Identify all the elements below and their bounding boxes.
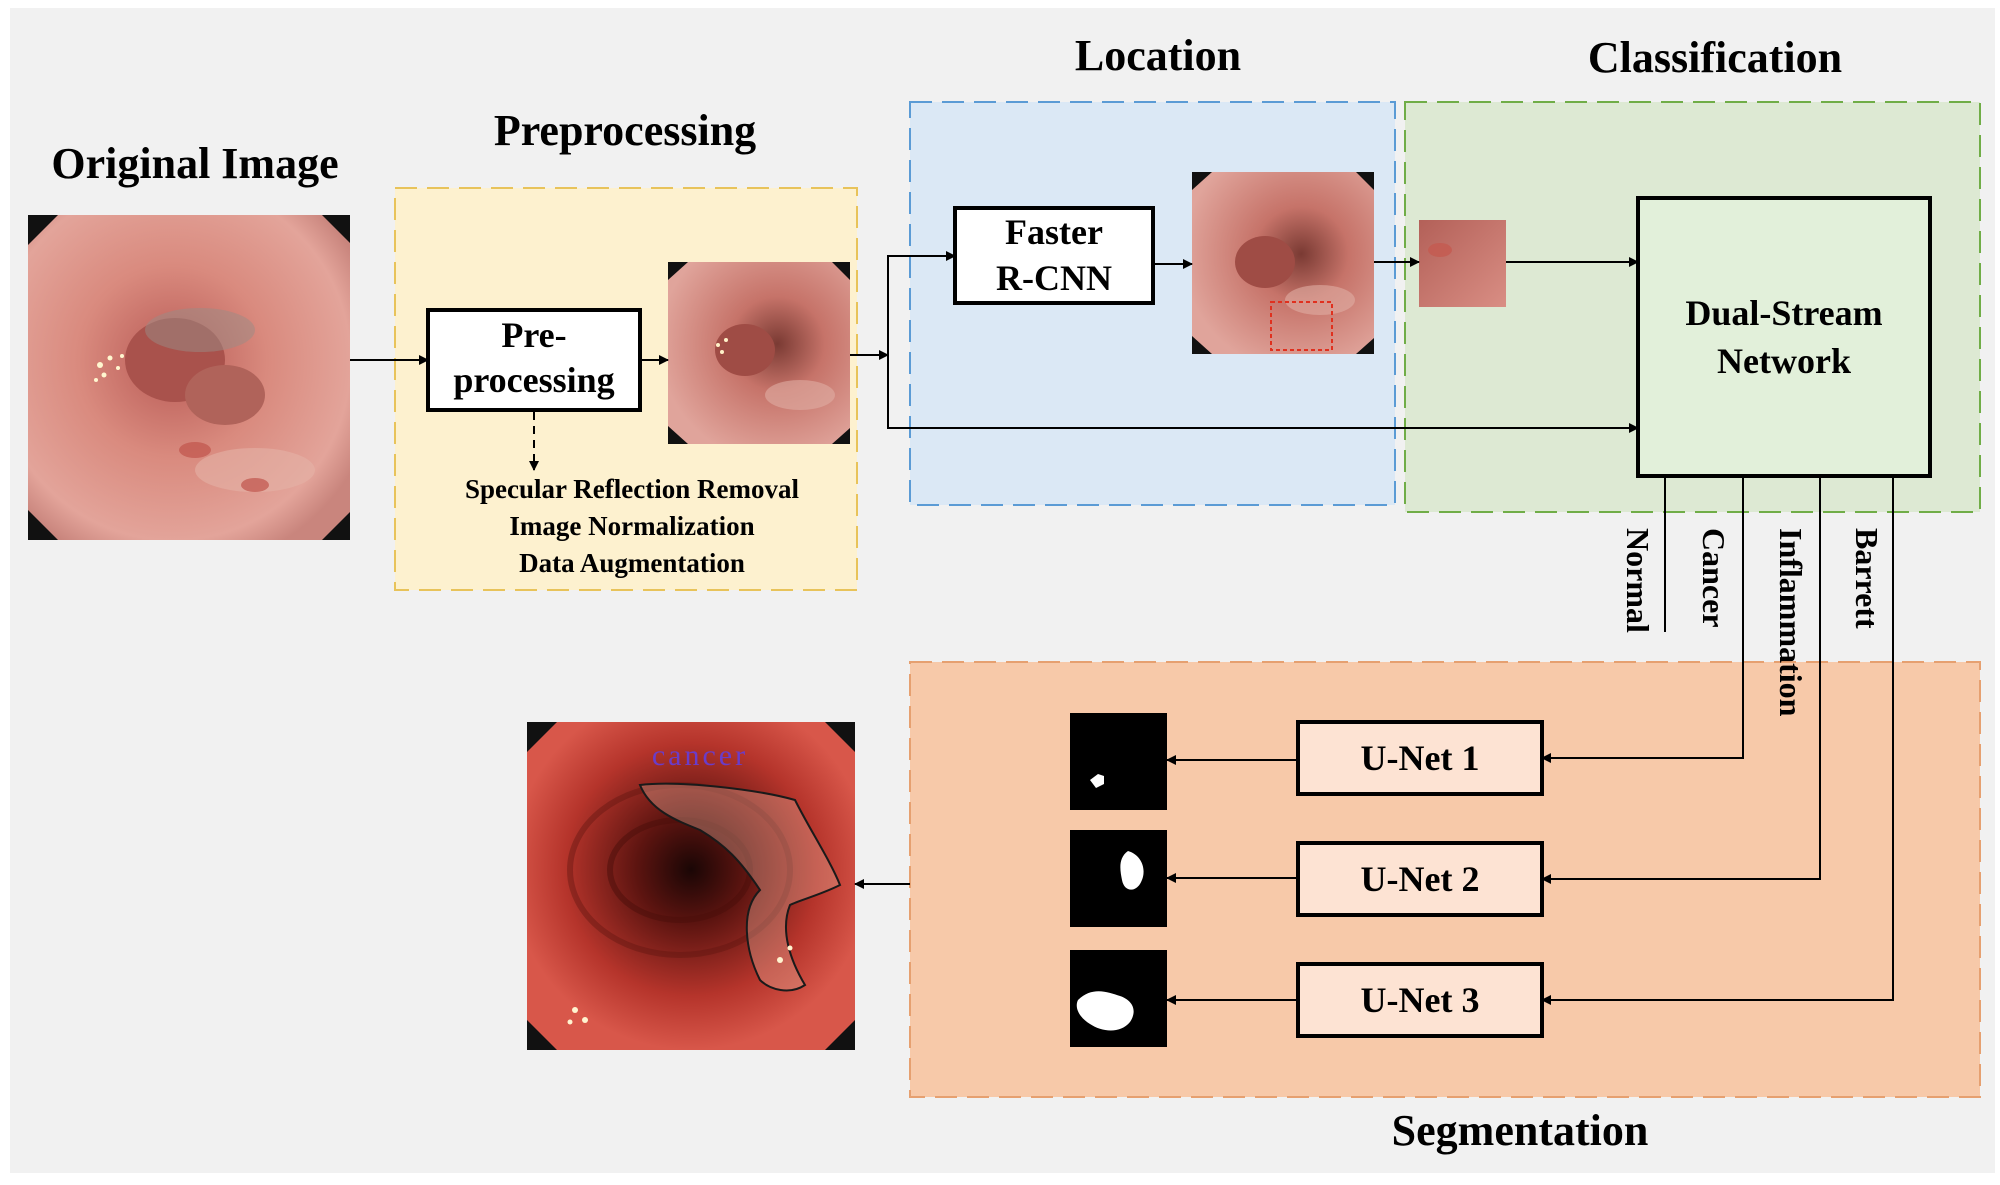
- title-segmentation: Segmentation: [1392, 1106, 1649, 1155]
- preprocessing-box-line1: Pre-: [501, 315, 566, 355]
- cancer-contour: [638, 782, 842, 992]
- segmentation-mask-2: [1070, 830, 1167, 927]
- title-classification: Classification: [1588, 33, 1842, 82]
- unet-2-box: [1296, 841, 1544, 917]
- title-location: Location: [1075, 31, 1241, 80]
- cropped-lesion-image: [1419, 220, 1506, 307]
- unet-1-box: [1296, 720, 1544, 796]
- class-label-normal: Normal: [1620, 528, 1656, 633]
- unet-2-label: U-Net 2: [1361, 859, 1480, 899]
- class-label-cancer: Cancer: [1696, 528, 1732, 628]
- segmentation-result-image: cancer: [527, 722, 855, 1050]
- unet-3-box: [1296, 962, 1544, 1038]
- dual-stream-line1: Dual-Stream: [1685, 293, 1882, 333]
- detection-image: [1192, 172, 1374, 354]
- unet-1-label: U-Net 1: [1361, 738, 1480, 778]
- faster-rcnn-box: [953, 206, 1155, 305]
- title-preprocessing: Preprocessing: [494, 106, 756, 155]
- detection-bounding-box: [1270, 301, 1333, 351]
- class-label-inflammation: Inflammation: [1773, 528, 1809, 717]
- preprocessing-step: Image Normalization: [509, 511, 754, 541]
- class-label-barrett: Barrett: [1849, 528, 1885, 629]
- preprocessing-step: Data Augmentation: [519, 548, 745, 578]
- preprocessing-box: [426, 308, 642, 412]
- title-original-image: Original Image: [51, 139, 338, 188]
- preprocessed-image: [668, 262, 850, 444]
- original-endoscopy-image: [28, 215, 350, 540]
- faster-rcnn-line1: Faster: [1005, 212, 1103, 252]
- faster-rcnn-line2: R-CNN: [996, 258, 1112, 298]
- dual-stream-network-box: [1636, 196, 1932, 478]
- dual-stream-line2: Network: [1717, 341, 1851, 381]
- segmentation-mask-3: [1070, 950, 1167, 1047]
- preprocessing-box-line2: processing: [453, 360, 614, 400]
- segmentation-mask-1: [1070, 713, 1167, 810]
- unet-3-label: U-Net 3: [1361, 980, 1480, 1020]
- result-label-cancer: cancer: [652, 739, 748, 772]
- connectors: [350, 251, 1894, 1005]
- preprocessing-step: Specular Reflection Removal: [465, 474, 799, 504]
